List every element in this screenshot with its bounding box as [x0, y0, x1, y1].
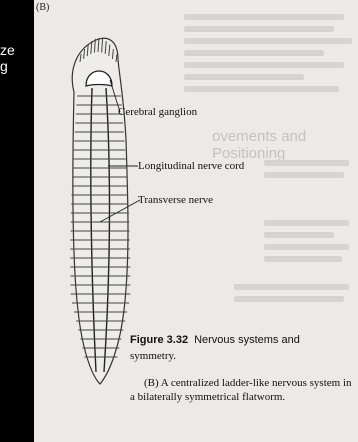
figure-title: Nervous systems and [194, 334, 300, 346]
cut-text-1: ze [0, 42, 15, 58]
left-cut-panel: ze g [0, 0, 34, 442]
label-longitudinal-nerve-cord: Longitudinal nerve cord [138, 160, 244, 172]
cut-text-2: g [0, 58, 8, 74]
figure-number: Figure 3.32 [130, 334, 188, 346]
figure-caption-title: Figure 3.32 Nervous systems and [130, 334, 300, 346]
label-transverse-nerve: Transverse nerve [138, 194, 213, 206]
label-cerebral-ganglion: Cerebral ganglion [118, 106, 197, 118]
figure-caption-body: (B) A centralized ladder-like nervous sy… [130, 376, 354, 404]
figure-title-continued: symmetry. [130, 350, 176, 362]
textbook-page: ovements and Positioning (B) Cerebral ga… [34, 0, 358, 442]
